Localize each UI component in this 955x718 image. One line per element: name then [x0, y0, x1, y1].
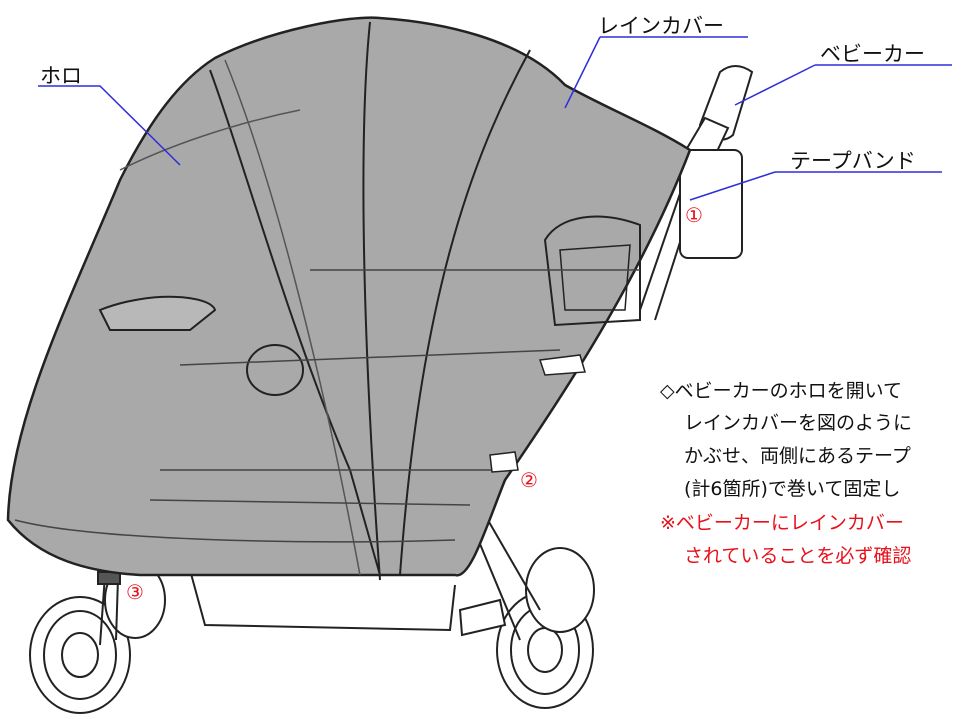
stroller-handle: [639, 65, 754, 321]
instruction-line-4: (計6箇所)で巻いて固定し: [684, 478, 901, 500]
tape-point-marker-1: ①: [685, 203, 703, 227]
tape-band-label: テープバンド: [790, 149, 916, 173]
hood-label: ホロ: [40, 64, 82, 88]
front-right-wheel: [525, 547, 595, 633]
leader-lines: [38, 36, 952, 201]
instruction-line-2: レインカバーを図のように: [684, 412, 913, 434]
warning-line-1: ※ベビーカーにレインカバー: [660, 512, 904, 534]
rain-cover: [6, 16, 692, 581]
rear-left-wheel: [29, 596, 131, 714]
stroller-label: ベビーカー: [820, 42, 925, 66]
tape-point-marker-3: ③: [126, 580, 144, 604]
instruction-line-3: かぶせ、両側にあるテープ: [684, 445, 911, 467]
instruction-line-1: ◇ベビーカーのホロを開いて: [660, 380, 903, 402]
warning-line-2: されていることを必ず確認: [684, 545, 912, 567]
rain-cover-label: レインカバー: [598, 14, 724, 38]
tape-point-marker-2: ②: [520, 468, 538, 492]
